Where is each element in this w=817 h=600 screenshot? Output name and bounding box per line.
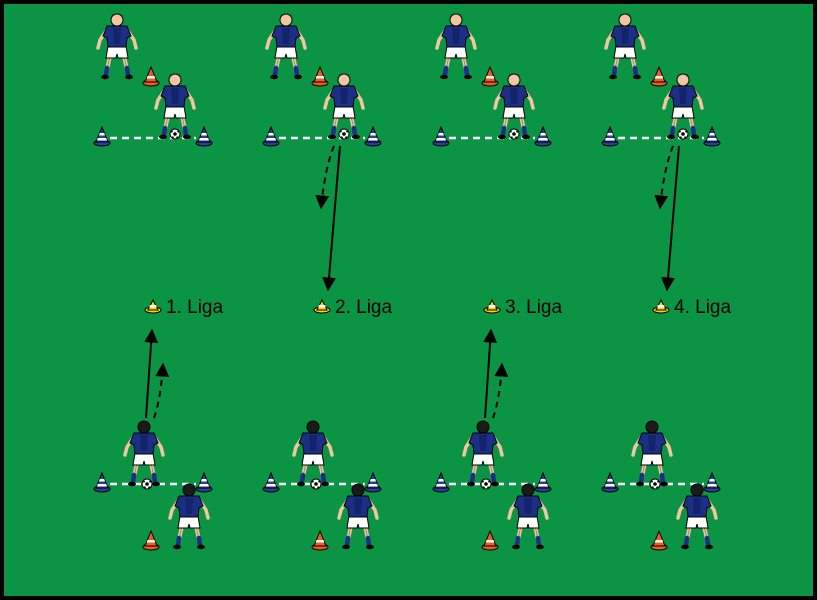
player-icon	[323, 73, 365, 140]
goal-cone-icon	[534, 471, 552, 493]
goal-cone-icon	[703, 471, 721, 493]
dribble-gate	[601, 125, 721, 147]
league-label-text: 2. Liga	[335, 297, 392, 318]
player-icon	[493, 73, 535, 140]
goal-cone-icon	[432, 125, 450, 147]
goal-cone-icon	[195, 125, 213, 147]
league-label-text: 4. Liga	[674, 297, 731, 318]
league-group-3	[432, 13, 552, 551]
player-icon	[265, 13, 307, 80]
cone-icon	[650, 529, 668, 551]
league-label-1: 1. Liga	[144, 297, 223, 318]
player-icon	[337, 483, 379, 550]
goal-cone-icon	[93, 471, 111, 493]
pass-arrow	[322, 145, 341, 292]
ball-icon	[169, 128, 181, 140]
run-arrow	[153, 362, 170, 419]
player-icon	[168, 483, 210, 550]
goal-cone-icon	[601, 125, 619, 147]
player-icon	[604, 13, 646, 80]
goal-cone-icon	[262, 125, 280, 147]
goal-cone-icon	[93, 125, 111, 147]
player-icon	[507, 483, 549, 550]
run-arrow	[654, 145, 674, 210]
player-icon	[96, 13, 138, 80]
league-group-1	[93, 13, 213, 551]
league-label-text: 1. Liga	[166, 297, 223, 318]
cone-icon	[311, 529, 329, 551]
goal-cone-icon	[601, 471, 619, 493]
goal-cone-icon	[195, 471, 213, 493]
marker-cone-icon	[652, 298, 670, 314]
league-label-4: 4. Liga	[652, 297, 731, 318]
player-icon	[662, 73, 704, 140]
cone-icon	[650, 65, 668, 87]
player-icon	[631, 420, 673, 487]
cone-icon	[311, 65, 329, 87]
dribble-gate	[262, 125, 382, 147]
ball-icon	[310, 478, 322, 490]
cone-icon	[481, 65, 499, 87]
marker-cone-icon	[144, 298, 162, 314]
league-group-2	[262, 13, 382, 551]
ball-icon	[677, 128, 689, 140]
dribble-gate	[93, 125, 213, 147]
league-label-3: 3. Liga	[483, 297, 562, 318]
run-arrow	[315, 145, 335, 210]
goal-cone-icon	[432, 471, 450, 493]
ball-icon	[338, 128, 350, 140]
pass-arrow	[661, 145, 680, 292]
ball-icon	[649, 478, 661, 490]
ball-icon	[480, 478, 492, 490]
goal-cone-icon	[364, 125, 382, 147]
league-label-2: 2. Liga	[313, 297, 392, 318]
player-icon	[123, 420, 165, 487]
goal-cone-icon	[703, 125, 721, 147]
league-label-text: 3. Liga	[505, 297, 562, 318]
ball-icon	[508, 128, 520, 140]
player-icon	[154, 73, 196, 140]
cone-icon	[481, 529, 499, 551]
cone-icon	[142, 529, 160, 551]
ball-icon	[141, 478, 153, 490]
cone-icon	[142, 65, 160, 87]
league-group-4	[601, 13, 721, 551]
marker-cone-icon	[483, 298, 501, 314]
pass-arrow	[483, 328, 498, 419]
dribble-gate	[432, 125, 552, 147]
goal-cone-icon	[534, 125, 552, 147]
player-icon	[292, 420, 334, 487]
player-icon	[462, 420, 504, 487]
goal-cone-icon	[364, 471, 382, 493]
goal-cone-icon	[262, 471, 280, 493]
player-icon	[435, 13, 477, 80]
pass-arrow	[144, 328, 159, 419]
run-arrow	[492, 362, 509, 419]
marker-cone-icon	[313, 298, 331, 314]
player-icon	[676, 483, 718, 550]
